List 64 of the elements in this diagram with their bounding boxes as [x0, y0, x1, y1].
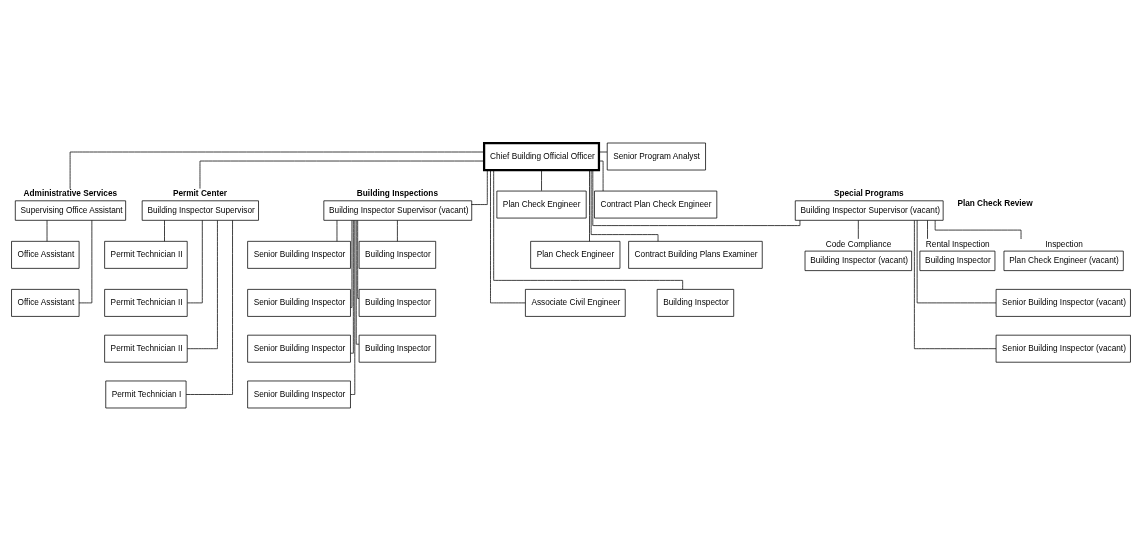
node-box: Building Inspector — [358, 288, 437, 317]
connector — [350, 219, 354, 354]
node-box: Permit Technician II — [104, 288, 188, 317]
node-box: Contract Plan Check Engineer — [594, 190, 718, 218]
node-box: Office Assistant — [11, 288, 80, 317]
node-box: Senior Building Inspector (vacant) — [995, 288, 1131, 317]
node-label: Rental Inspection — [925, 239, 990, 249]
connector — [541, 169, 542, 191]
node-box: Building Inspector (vacant) — [804, 250, 912, 271]
connector — [357, 219, 360, 299]
node-box: Senior Building Inspector — [247, 380, 351, 408]
connector — [592, 169, 801, 226]
node-box: Permit Technician I — [105, 380, 187, 408]
connector — [187, 219, 203, 303]
node-label: Code Compliance — [825, 239, 892, 249]
node-label: Permit Center — [172, 188, 228, 198]
connector — [857, 219, 859, 239]
node-box: Office Assistant — [11, 240, 80, 269]
connector — [493, 169, 684, 290]
node-box: Building Inspector — [358, 334, 437, 363]
node-label: Building Inspections — [356, 188, 439, 198]
node-box: Permit Technician II — [104, 240, 188, 269]
node-box: Plan Check Engineer — [530, 240, 621, 269]
node-box: Senior Building Inspector — [247, 334, 351, 363]
node-box: Senior Building Inspector — [247, 240, 351, 269]
node-box: Building Inspector — [358, 240, 437, 269]
node-label: Administrative Services — [23, 188, 118, 198]
connector — [69, 151, 485, 189]
connector — [350, 219, 353, 308]
node-box: Building Inspector — [919, 250, 996, 271]
connector — [185, 219, 233, 395]
connector — [598, 160, 604, 191]
connector — [598, 151, 608, 152]
node-box: Permit Technician II — [104, 334, 188, 363]
connector — [199, 160, 485, 189]
node-box: Building Inspector Supervisor (vacant) — [794, 199, 944, 221]
node-box: Plan Check Engineer (vacant) — [1003, 250, 1124, 271]
connector — [46, 219, 48, 242]
node-box: Plan Check Engineer — [496, 190, 587, 218]
connector — [589, 169, 590, 242]
label: Plan Check Review — [957, 198, 1033, 208]
node-box: Supervising Office Assistant — [14, 199, 127, 221]
node-box: Senior Program Analyst — [606, 142, 706, 170]
node-box: Chief Building Official Officer — [483, 141, 601, 171]
node-label: Inspection — [1045, 239, 1083, 249]
connector — [590, 169, 659, 242]
node-label: Special Programs — [833, 188, 904, 198]
node-box: Senior Building Inspector — [247, 288, 351, 317]
connector — [355, 219, 360, 345]
connector — [490, 169, 526, 303]
connector — [914, 219, 997, 349]
node-box: Senior Building Inspector (vacant) — [995, 334, 1131, 363]
connector — [927, 219, 928, 239]
node-box: Associate Civil Engineer — [525, 288, 626, 317]
node-box: Contract Building Plans Examiner — [628, 240, 763, 269]
connector — [164, 219, 165, 242]
node-box: Building Inspector — [656, 288, 735, 317]
node-box: Building Inspector Supervisor (vacant) — [323, 199, 473, 221]
connector — [916, 219, 997, 303]
connector — [186, 219, 218, 349]
connector — [336, 219, 338, 242]
node-box: Building Inspector Supervisor — [141, 199, 259, 221]
connector — [397, 219, 398, 242]
connector — [471, 169, 488, 205]
